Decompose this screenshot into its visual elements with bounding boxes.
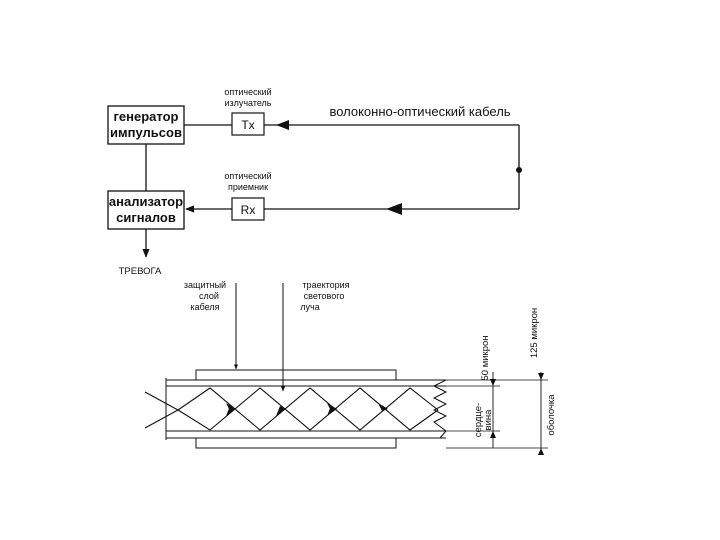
tx-label: Tx: [241, 118, 254, 132]
protective-layer-line2: слой: [199, 291, 219, 301]
generator-label-line2: импульсов: [110, 125, 182, 140]
alarm-label: ТРЕВОГА: [119, 266, 162, 277]
light-path-line1: траектория: [302, 280, 349, 290]
cable-label: волоконно-оптический кабель: [329, 104, 510, 119]
cladding-label: оболочка: [546, 394, 557, 436]
protective-layer-line3: кабеля: [190, 302, 219, 312]
tx-box: [231, 112, 265, 136]
rx-label: Rx: [241, 203, 256, 217]
light-path-line3: луча: [300, 302, 319, 312]
analyzer-label-line2: сигналов: [116, 210, 176, 225]
core-label-line1: сердце-: [473, 403, 484, 437]
cable-junction-dot: [516, 167, 522, 173]
light-ray: [144, 387, 439, 431]
analyzer-label-line1: анализатор: [109, 194, 183, 209]
protective-jacket-top: [195, 369, 397, 381]
cladding-dimension-label: 125 микрон: [529, 308, 540, 358]
receiver-label-line1: оптический: [224, 171, 271, 181]
fiber-break-end: [432, 379, 448, 439]
light-ray-arrows: [226, 403, 388, 416]
cable-return-arrow: [386, 203, 402, 215]
core-dimension-label: 50 микрон: [480, 335, 491, 380]
emitter-label-line1: оптический: [224, 87, 271, 97]
core-label-line2: вина: [483, 409, 494, 431]
generator-label-line1: генератор: [114, 109, 179, 124]
protective-jacket-bottom: [195, 437, 397, 449]
protective-layer-line1: защитный: [184, 280, 226, 290]
emitter-label-line2: излучатель: [225, 98, 272, 108]
cable-outgoing-arrow: [276, 120, 289, 130]
receiver-label-line2: приемник: [228, 182, 268, 192]
light-path-line2: светового: [304, 291, 345, 301]
